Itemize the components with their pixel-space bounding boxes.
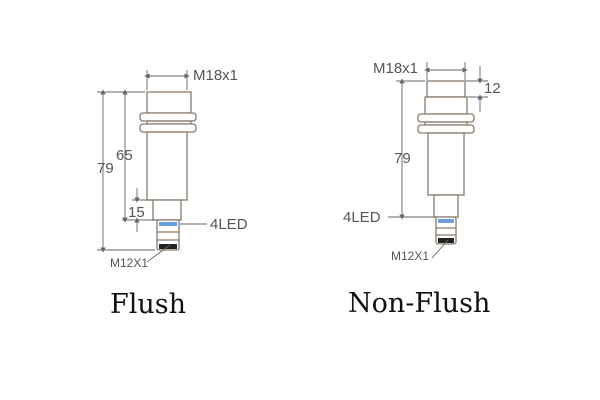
flush-caption: Flush bbox=[110, 289, 186, 320]
flush-body-label: 65 bbox=[116, 147, 133, 164]
nonflush-tail bbox=[433, 194, 459, 218]
nonflush-nut-lower bbox=[417, 124, 475, 134]
nonflush-led-window bbox=[438, 219, 454, 223]
flush-led-window bbox=[159, 222, 177, 226]
nonflush-nut-upper bbox=[417, 113, 475, 123]
nonflush-main-body bbox=[427, 132, 465, 196]
nonflush-connector-label: M12X1 bbox=[391, 249, 429, 263]
flush-connector bbox=[156, 219, 180, 251]
flush-connector-label: M12X1 bbox=[110, 256, 148, 270]
nonflush-sensing-face bbox=[426, 80, 466, 98]
flush-tail bbox=[152, 199, 182, 221]
flush-tail-label: 15 bbox=[128, 204, 145, 221]
flush-thread-dimension bbox=[144, 70, 190, 90]
nonflush-connector-leader bbox=[431, 239, 449, 259]
flush-main-body bbox=[146, 131, 188, 201]
nonflush-connector-bottom bbox=[438, 238, 454, 243]
nonflush-protrusion-label: 12 bbox=[484, 80, 501, 97]
flush-nut-lower bbox=[139, 123, 197, 133]
flush-total-label: 79 bbox=[97, 160, 114, 177]
flush-tail-dimension bbox=[132, 188, 152, 232]
nonflush-sensor-drawing bbox=[417, 80, 475, 245]
flush-sensor-drawing bbox=[139, 91, 197, 251]
flush-led-label: 4LED bbox=[210, 216, 248, 233]
nonflush-led-label: 4LED bbox=[343, 209, 381, 226]
flush-thread-label: M18x1 bbox=[193, 67, 238, 84]
nonflush-connector bbox=[435, 216, 457, 245]
nonflush-top-housing bbox=[424, 96, 468, 115]
nonflush-thread-dimension bbox=[424, 62, 468, 80]
nonflush-thread-label: M18x1 bbox=[373, 60, 418, 77]
flush-connector-leader bbox=[146, 244, 171, 263]
flush-total-dimension bbox=[97, 89, 155, 253]
nonflush-protrusion-dimension bbox=[466, 66, 488, 112]
nonflush-total-label: 79 bbox=[394, 150, 411, 167]
flush-top-housing bbox=[146, 91, 192, 114]
flush-nut-upper bbox=[139, 112, 197, 122]
nonflush-caption: Non-Flush bbox=[348, 288, 490, 319]
